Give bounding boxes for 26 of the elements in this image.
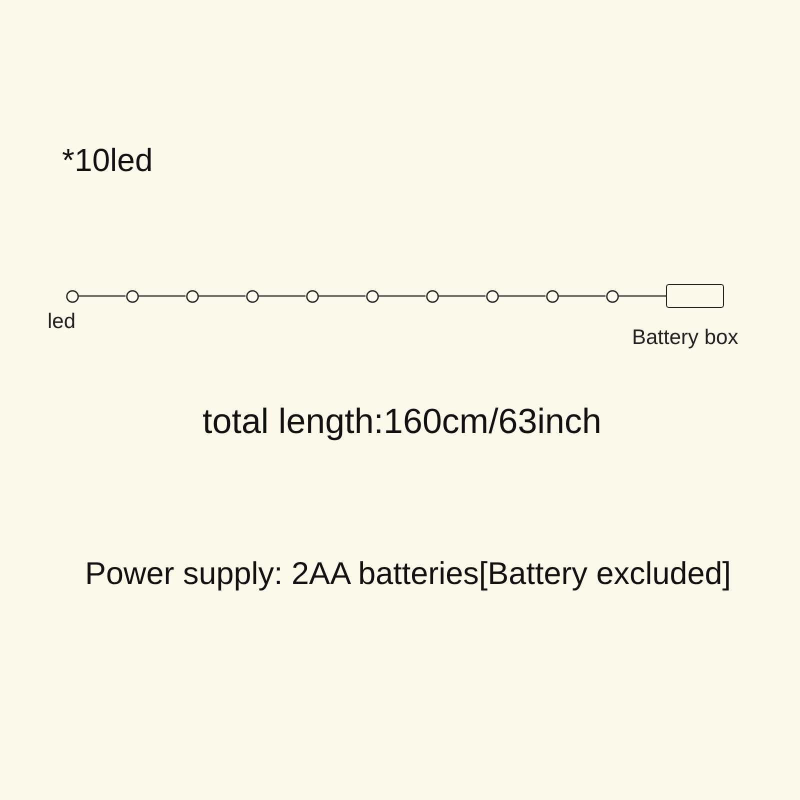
led-bulb: [246, 290, 258, 302]
wire: [198, 295, 246, 297]
part-label: Battery box: [632, 326, 738, 350]
wire: [258, 295, 306, 297]
wire: [438, 295, 486, 297]
led-bulb: [126, 290, 138, 302]
wire: [378, 295, 426, 297]
note-text: total length:160cm/63inch: [202, 402, 602, 442]
led-bulb: [186, 290, 198, 302]
wire: [558, 295, 606, 297]
led-bulb: [486, 290, 498, 302]
led-bulb: [306, 290, 318, 302]
led-bulb: [546, 290, 558, 302]
wire: [318, 295, 366, 297]
led-bulb: [66, 290, 78, 302]
battery-box: [666, 284, 724, 308]
note-text: Power supply: 2AA batteries[Battery excluded]: [84, 555, 732, 592]
part-label: led: [48, 310, 76, 334]
led-bulb: [426, 290, 438, 302]
wire: [498, 295, 546, 297]
led-bulb: [366, 290, 378, 302]
wire: [138, 295, 186, 297]
wire: [618, 295, 666, 297]
led-bulb: [606, 290, 618, 302]
wire: [78, 295, 126, 297]
note-text: *10led: [62, 142, 153, 179]
